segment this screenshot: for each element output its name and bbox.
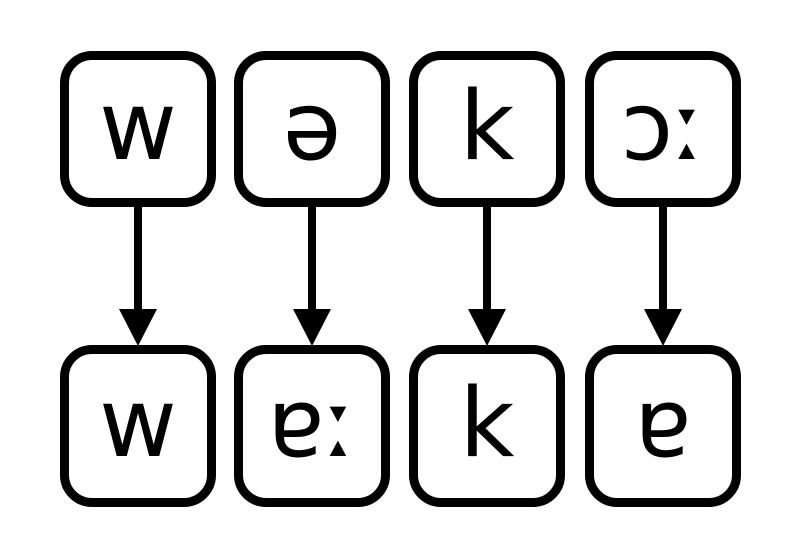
top-phoneme-box-4: ɔː — [585, 51, 741, 207]
arrow-shaft — [659, 207, 667, 309]
arrow-head — [468, 309, 506, 346]
arrow-head — [644, 309, 682, 346]
down-arrow-icon-1 — [118, 207, 158, 346]
arrow-shaft — [308, 207, 316, 309]
down-arrow-icon-3 — [467, 207, 507, 346]
arrow-head — [119, 309, 157, 346]
phoneme-symbol: ɐː — [267, 368, 357, 479]
arrow-shaft — [483, 207, 491, 309]
arrow-shaft — [134, 207, 142, 309]
phoneme-symbol: k — [459, 368, 515, 479]
down-arrow-icon-2 — [292, 207, 332, 346]
arrow-head — [293, 309, 331, 346]
top-phoneme-box-2: ə — [234, 51, 390, 207]
phoneme-symbol: ɐ — [634, 368, 692, 479]
phoneme-symbol: ɔː — [620, 71, 706, 182]
top-phoneme-box-3: k — [409, 51, 565, 207]
bottom-phoneme-box-2: ɐː — [234, 345, 390, 507]
bottom-phoneme-box-4: ɐ — [585, 345, 741, 507]
phoneme-symbol: w — [99, 368, 177, 479]
bottom-phoneme-box-1: w — [60, 345, 216, 507]
top-phoneme-box-1: w — [60, 51, 216, 207]
phoneme-symbol: w — [99, 71, 177, 182]
down-arrow-icon-4 — [643, 207, 683, 346]
phoneme-symbol: k — [459, 71, 515, 182]
bottom-phoneme-box-3: k — [409, 345, 565, 507]
phoneme-symbol: ə — [282, 71, 342, 182]
